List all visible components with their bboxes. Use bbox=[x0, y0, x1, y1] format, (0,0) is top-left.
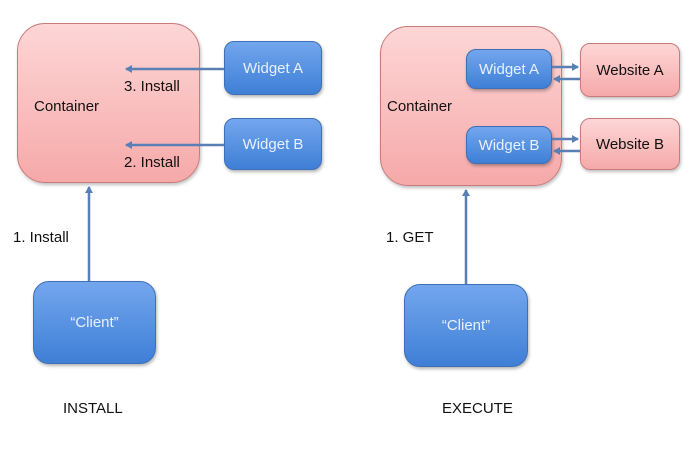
install-client-box: “Client” bbox=[33, 281, 156, 364]
install-widget-a-box: Widget A bbox=[224, 41, 322, 95]
execute-widget-a-label: Widget A bbox=[478, 60, 540, 78]
execute-container-label: Container bbox=[387, 98, 453, 115]
install-client-label: “Client” bbox=[70, 314, 119, 331]
execute-caption: EXECUTE bbox=[442, 400, 513, 417]
execute-client-box: “Client” bbox=[404, 284, 528, 367]
install-widget-a-label: Widget A bbox=[242, 59, 304, 77]
website-b-label: Website B bbox=[595, 135, 665, 153]
execute-client-label: “Client” bbox=[441, 317, 491, 334]
execute-widget-b-label: Widget B bbox=[478, 136, 540, 154]
install-container-label: Container bbox=[34, 98, 100, 115]
execute-widget-a-box: Widget A bbox=[466, 49, 552, 89]
install-caption: INSTALL bbox=[63, 400, 123, 417]
install-widget-b-box: Widget B bbox=[224, 118, 322, 170]
install-container-box: Container bbox=[17, 23, 200, 183]
install-step-3-label: 3. Install bbox=[124, 78, 180, 95]
website-a-label: Website A bbox=[596, 61, 664, 79]
install-step-2-label: 2. Install bbox=[124, 154, 180, 171]
website-a-box: Website A bbox=[580, 43, 680, 97]
install-step-1-label: 1. Install bbox=[13, 229, 69, 246]
execute-widget-b-box: Widget B bbox=[466, 126, 552, 164]
install-widget-b-label: Widget B bbox=[242, 135, 304, 153]
execute-step-1-label: 1. GET bbox=[386, 229, 434, 246]
website-b-box: Website B bbox=[580, 118, 680, 170]
